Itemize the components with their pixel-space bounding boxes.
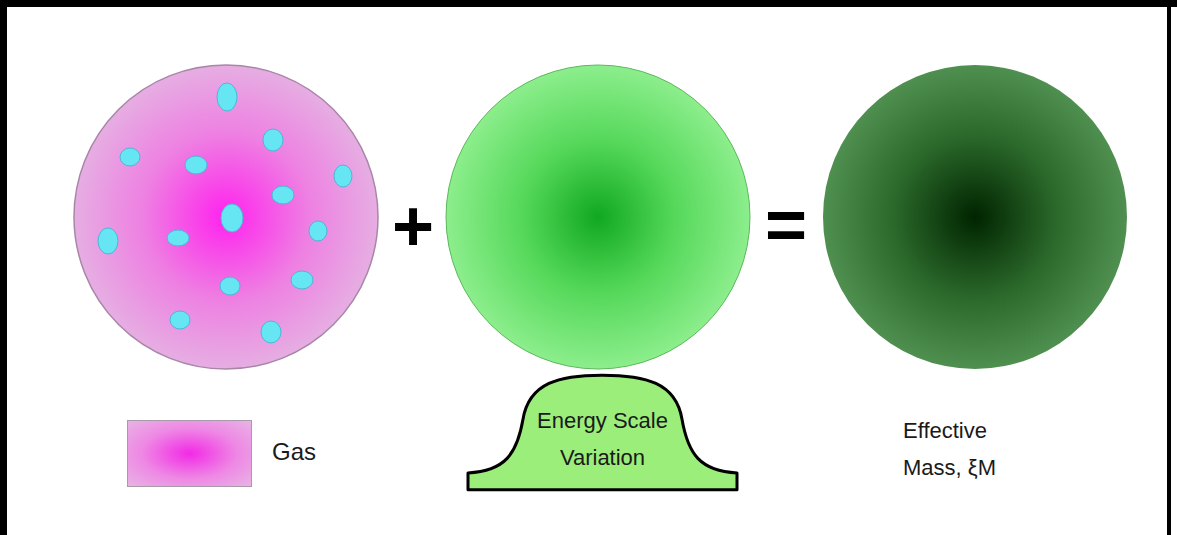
energy-circle	[446, 65, 750, 369]
bell-shape: Energy Scale Variation	[465, 372, 740, 494]
gas-circle	[74, 65, 378, 369]
gas-particles	[98, 83, 352, 343]
node-label: Energy Scale Variation	[528, 402, 678, 476]
caption-label: Effective Mass, ξM	[903, 412, 1033, 486]
frame-left	[0, 0, 7, 535]
operator-sign: +	[392, 190, 434, 262]
frame-top	[0, 0, 1177, 7]
frame-right	[1167, 0, 1171, 535]
legend-swatch	[127, 420, 252, 487]
operator-sign: =	[765, 188, 807, 260]
legend-text: Gas	[272, 437, 316, 467]
effective-mass-circle	[823, 65, 1127, 369]
